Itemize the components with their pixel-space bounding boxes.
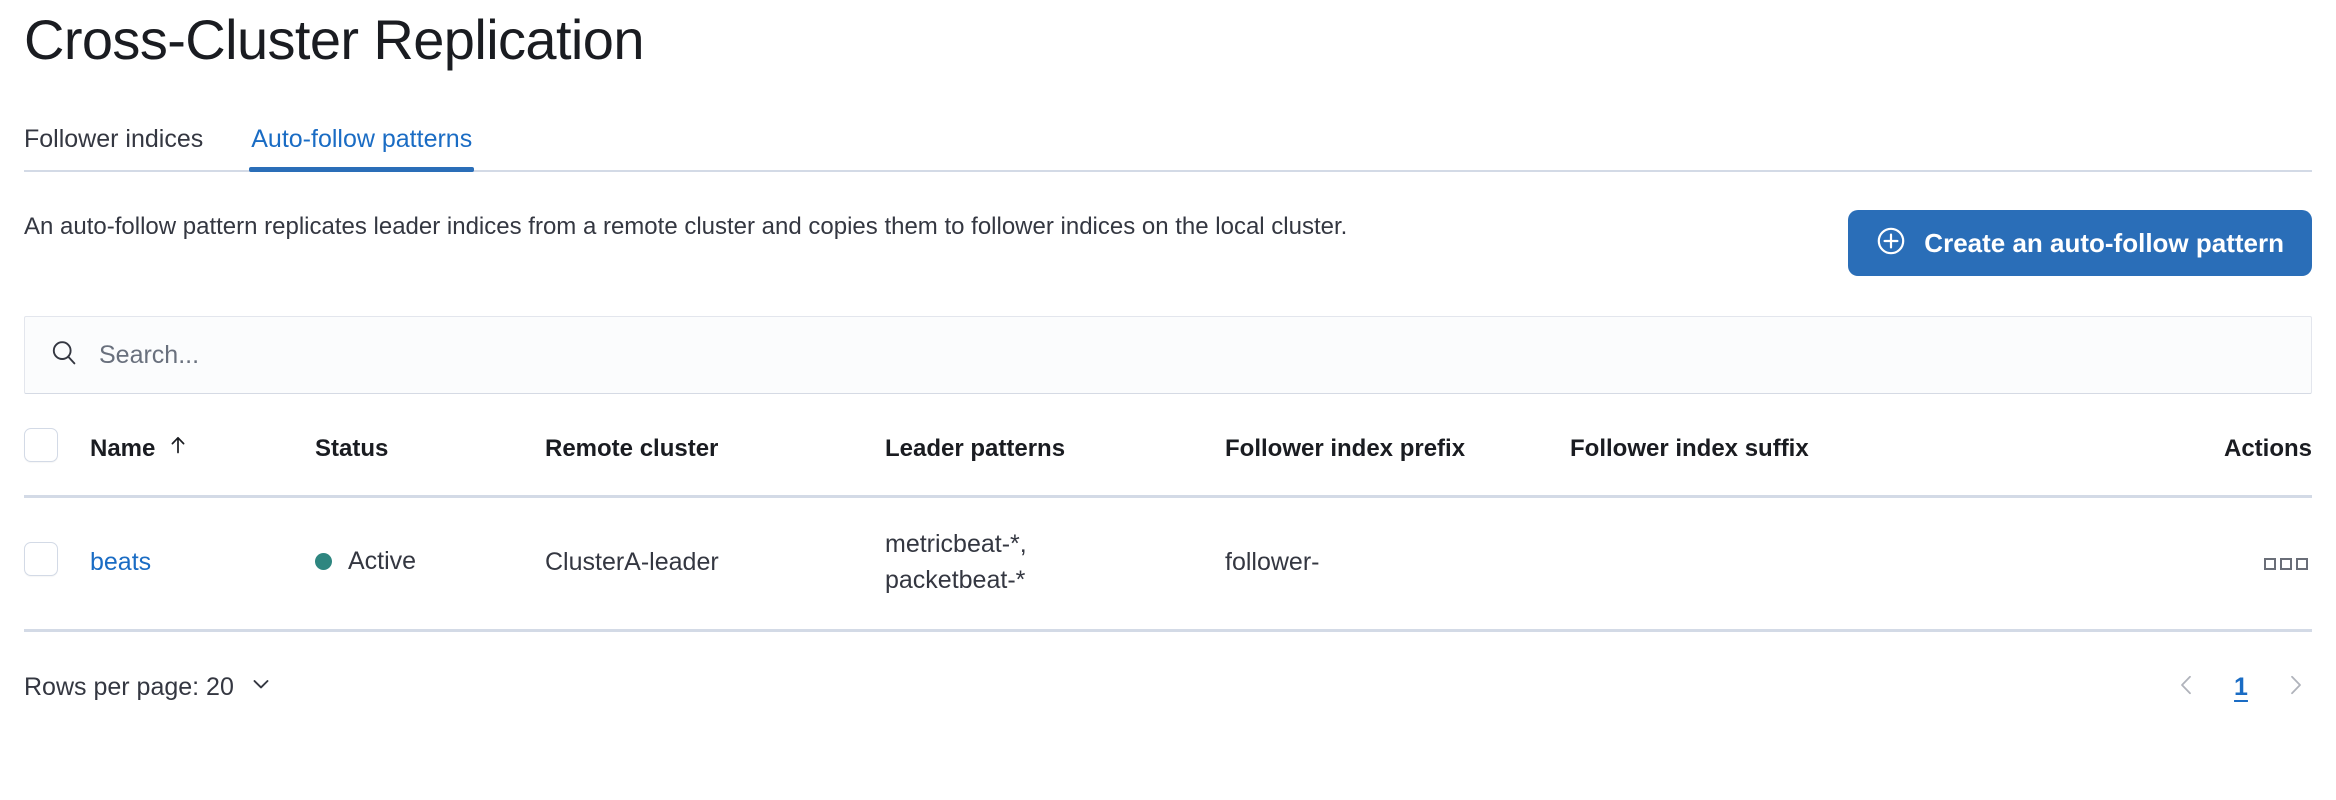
column-header-leader-patterns[interactable]: Leader patterns	[885, 434, 1066, 462]
status-dot-icon	[315, 553, 332, 571]
page-description: An auto-follow pattern replicates leader…	[24, 213, 1348, 240]
cell-name: beats	[90, 497, 315, 631]
pattern-name-link[interactable]: beats	[90, 547, 152, 576]
status-badge: Active	[315, 547, 416, 576]
cell-leader-patterns: metricbeat-*, packetbeat-*	[885, 530, 1027, 595]
column-header-actions: Actions	[2223, 434, 2312, 462]
column-header-follower-index-prefix[interactable]: Follower index prefix	[1225, 434, 1466, 462]
page-title: Cross-Cluster Replication	[24, 8, 644, 71]
chevron-left-icon[interactable]	[2170, 668, 2204, 707]
chevron-right-icon[interactable]	[2278, 668, 2312, 707]
rows-per-page-selector[interactable]: Rows per page: 20	[24, 671, 274, 704]
cell-follower-index-prefix: follower-	[1225, 547, 1320, 576]
cell-status: Active	[315, 497, 545, 631]
table-footer: Rows per page: 20 1	[24, 660, 2312, 716]
row-checkbox[interactable]	[24, 541, 58, 576]
cell-remote-cluster: ClusterA-leader	[545, 547, 719, 576]
pagination-page-1[interactable]: 1	[2234, 673, 2248, 701]
column-header-name-label: Name	[90, 434, 156, 462]
plus-in-circle-icon	[1876, 226, 1906, 260]
actions-glyph-1	[2264, 557, 2276, 570]
ellipsis-actions-icon[interactable]	[2260, 554, 2312, 574]
tab-bar: Follower indices Auto-follow patterns	[24, 110, 2312, 172]
create-button-label: Create an auto-follow pattern	[1924, 228, 2284, 258]
status-label: Active	[348, 547, 417, 576]
column-header-remote-cluster[interactable]: Remote cluster	[545, 434, 719, 462]
table-body: beats Active ClusterA-leader metricbeat-…	[24, 497, 2312, 631]
search-input[interactable]	[99, 317, 2287, 393]
search-bar[interactable]	[24, 316, 2312, 394]
chevron-down-icon	[248, 671, 274, 704]
table-header: Name Status Remote cluster Leader patter…	[24, 428, 2312, 497]
column-header-name[interactable]: Name	[90, 428, 315, 497]
table-header-row: Name Status Remote cluster Leader patter…	[24, 428, 2312, 497]
actions-glyph-2	[2280, 557, 2292, 570]
select-all-header	[24, 428, 90, 497]
actions-glyph-3	[2296, 557, 2308, 570]
column-header-follower-index-suffix[interactable]: Follower index suffix	[1570, 434, 1809, 462]
row-select-cell	[24, 497, 90, 631]
cell-follower-index-suffix	[1570, 497, 2000, 631]
tab-auto-follow-patterns[interactable]: Auto-follow patterns	[249, 127, 475, 172]
column-header-status[interactable]: Status	[315, 434, 389, 462]
create-auto-follow-pattern-button[interactable]: Create an auto-follow pattern	[1848, 210, 2312, 276]
description-row: An auto-follow pattern replicates leader…	[24, 210, 2312, 276]
auto-follow-patterns-table: Name Status Remote cluster Leader patter…	[24, 428, 2312, 632]
arrow-up-icon	[167, 434, 189, 463]
rows-per-page-label: Rows per page: 20	[24, 673, 234, 701]
select-all-checkbox[interactable]	[24, 428, 58, 462]
sort-by-name[interactable]: Name	[90, 434, 189, 463]
table-row: beats Active ClusterA-leader metricbeat-…	[24, 497, 2312, 631]
pagination: 1	[2170, 668, 2312, 707]
tab-follower-indices[interactable]: Follower indices	[24, 125, 204, 153]
search-icon	[49, 338, 79, 373]
cell-actions	[2000, 497, 2312, 631]
